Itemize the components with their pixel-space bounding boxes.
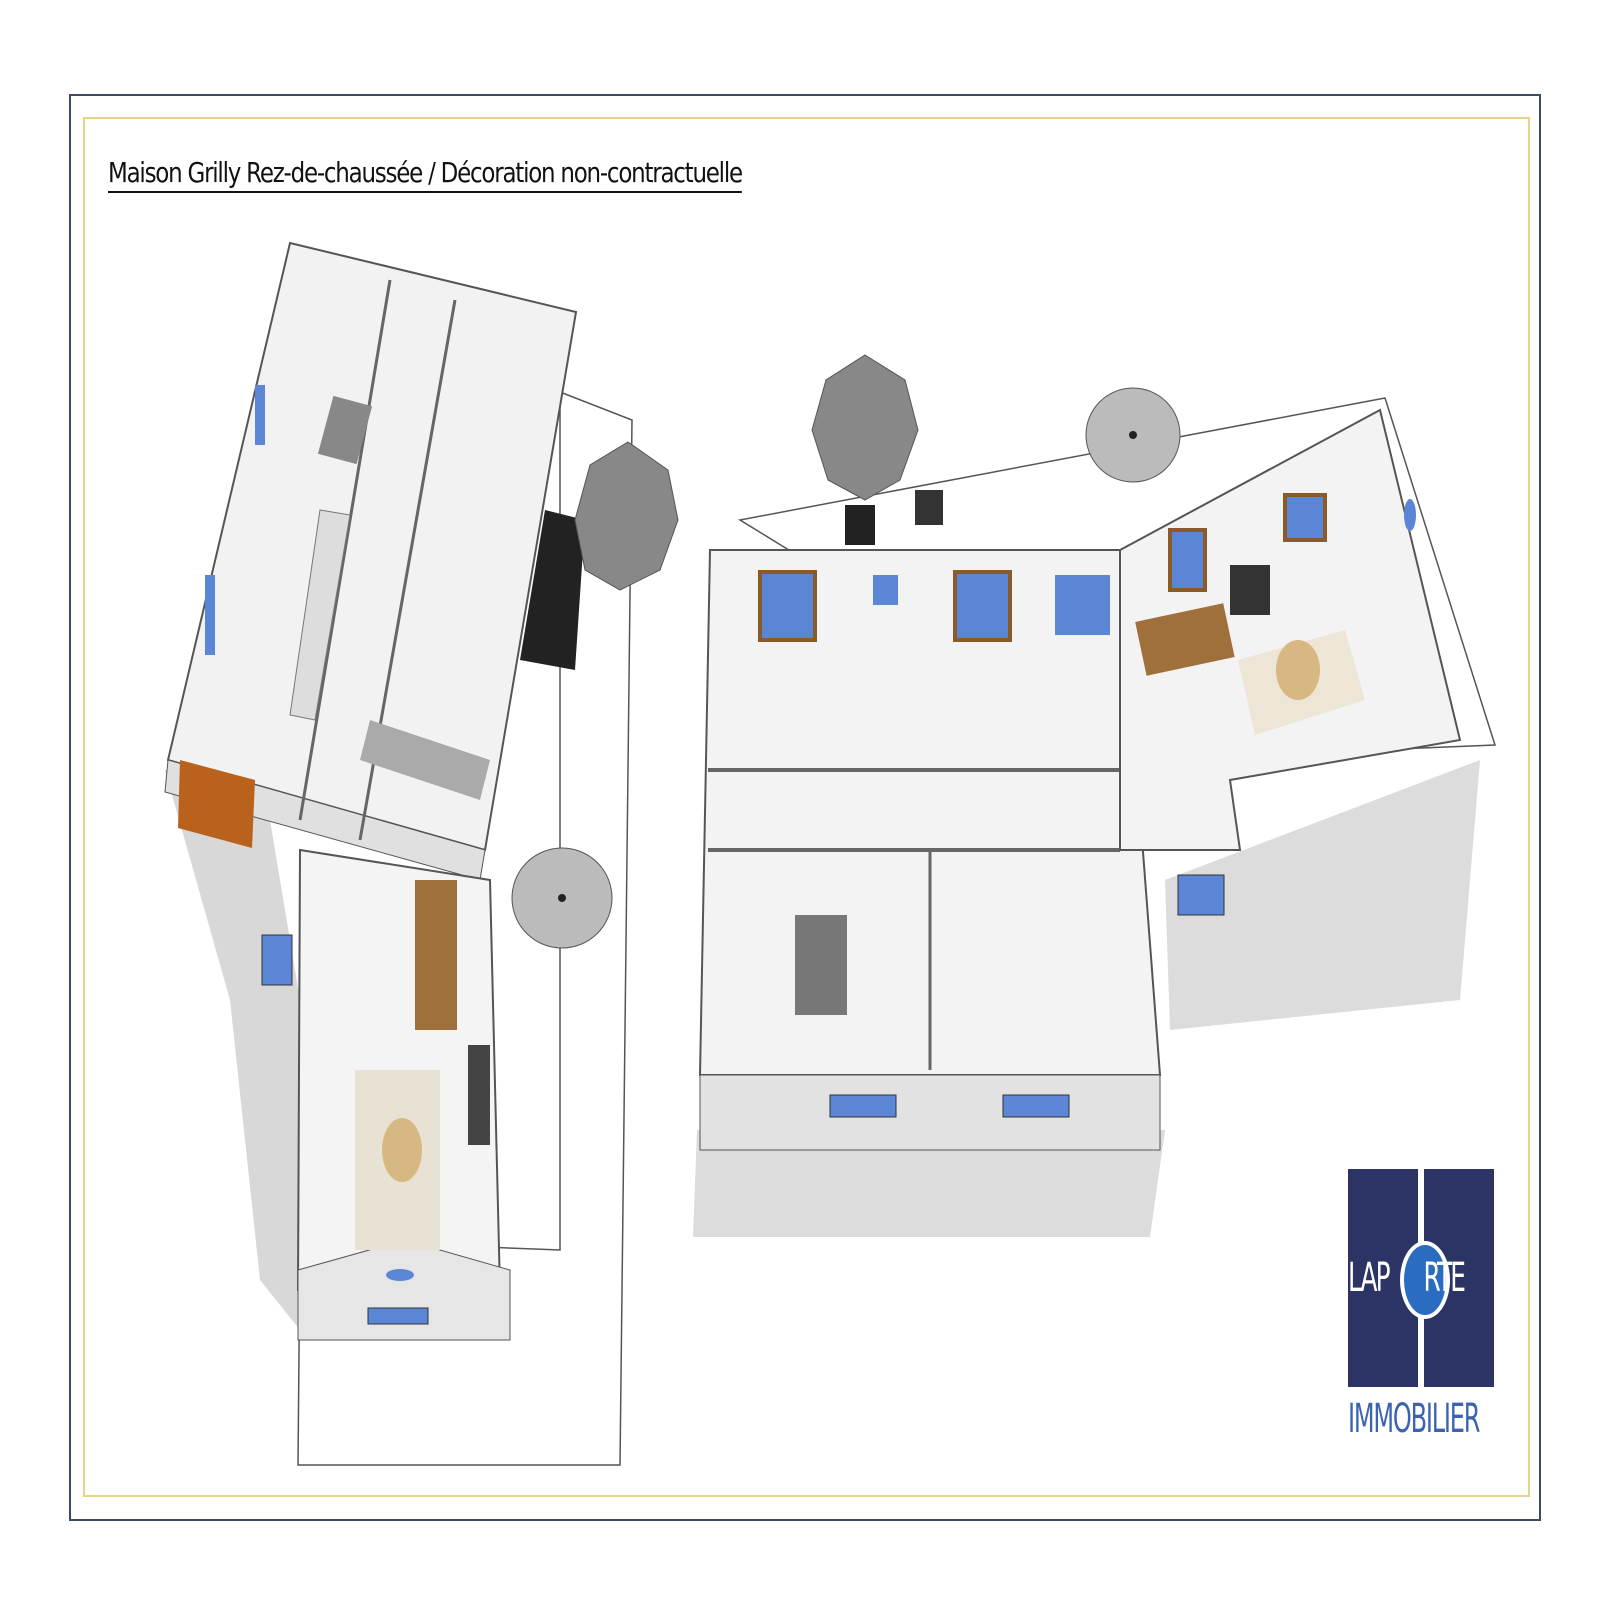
- window: [829, 1094, 897, 1118]
- logo-o-circle: [1400, 1241, 1450, 1319]
- dark-terrace: [520, 510, 585, 670]
- lounge-chair: [915, 490, 943, 525]
- lounge-chair: [845, 505, 875, 545]
- shadow: [165, 760, 300, 1330]
- window: [1055, 575, 1110, 635]
- dining-table: [415, 880, 457, 1030]
- window: [758, 570, 817, 642]
- umbrella: [574, 441, 679, 591]
- bed: [795, 915, 847, 1015]
- umbrella: [1085, 387, 1181, 483]
- staircase: [289, 509, 351, 721]
- logo-subtitle: IMMOBILIER: [1348, 1396, 1480, 1442]
- dining-table: [1135, 603, 1235, 676]
- shadow: [1165, 760, 1480, 1030]
- round-window: [1404, 499, 1416, 531]
- living-block: [1119, 408, 1462, 851]
- window: [1002, 1094, 1070, 1118]
- right-wing-plan: [693, 354, 1497, 1237]
- window: [255, 385, 265, 445]
- coffee-table: [1276, 640, 1320, 700]
- window: [367, 1307, 429, 1325]
- window: [205, 575, 215, 655]
- bed: [317, 395, 373, 465]
- main-front-wall: [699, 1074, 1161, 1151]
- kitchen-counter: [360, 720, 490, 800]
- window: [953, 570, 1012, 642]
- umbrella: [511, 847, 613, 949]
- window: [261, 934, 293, 986]
- window: [1177, 874, 1225, 916]
- fireplace: [1230, 565, 1270, 615]
- outer-frame: [69, 94, 1541, 1521]
- umbrella: [811, 354, 919, 501]
- coffee-table: [382, 1118, 422, 1182]
- window: [873, 575, 898, 605]
- shadow: [693, 1130, 1165, 1237]
- window: [1168, 528, 1207, 592]
- page-title: Maison Grilly Rez-de-chaussée / Décorati…: [108, 156, 743, 193]
- inner-frame: [83, 117, 1530, 1497]
- garage-door: [178, 760, 255, 848]
- round-window: [386, 1269, 414, 1281]
- left-wing-plan: [164, 241, 679, 1466]
- window: [1283, 493, 1327, 542]
- fireplace: [468, 1045, 490, 1145]
